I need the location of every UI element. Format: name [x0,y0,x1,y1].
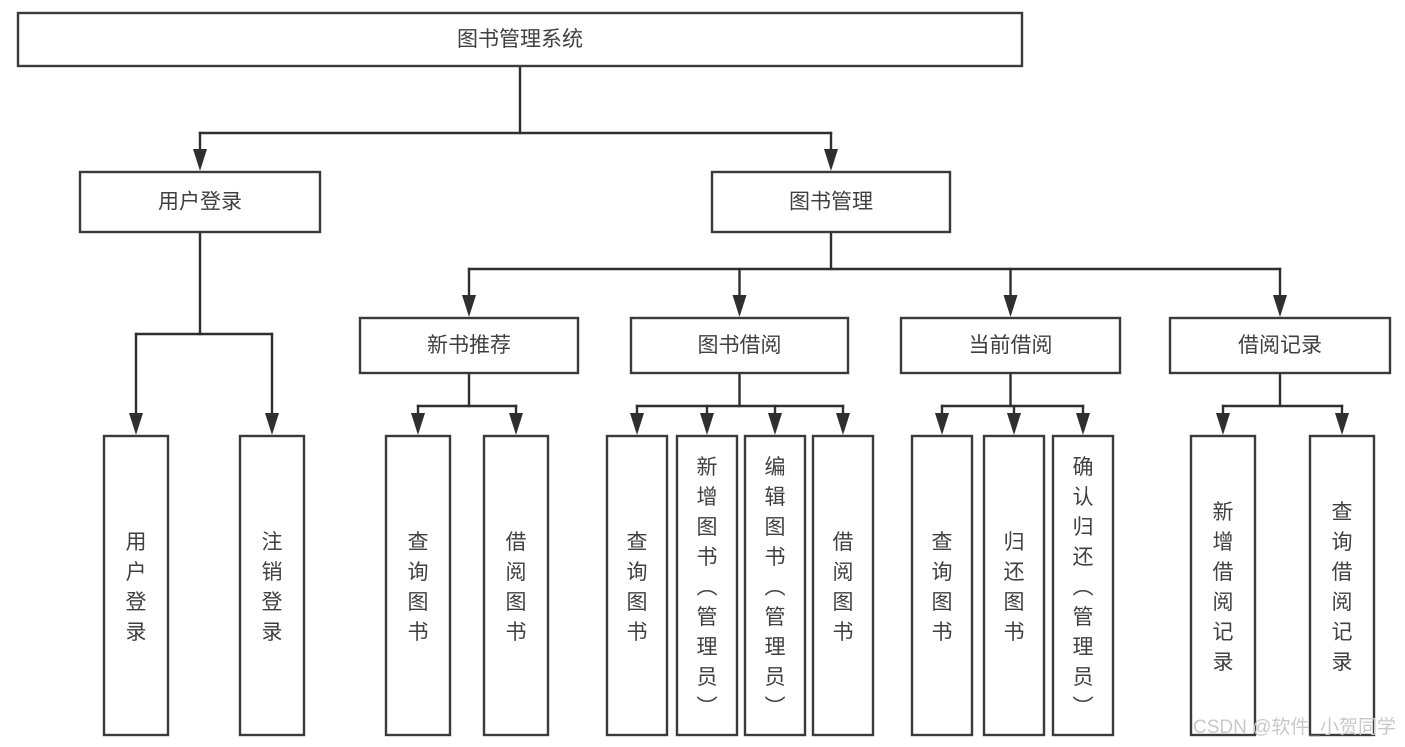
node-box-leaf-logout [238,434,306,737]
arrow-head-leaf-confirm-return [1076,413,1090,435]
node-label-leaf-borrow-book-bor: 借阅图书 [833,531,854,644]
node-leaf-add-record[interactable]: 新增借阅记录 [1189,434,1257,737]
node-label-book-manage: 图书管理 [789,191,873,214]
connector-group-new-book-recommend [411,371,523,435]
node-book-manage[interactable]: 图书管理 [710,170,952,234]
arrow-head-leaf-borrow-book-bor [836,413,850,435]
node-leaf-borrow-book-bor[interactable]: 借阅图书 [811,434,875,737]
node-borrow-record[interactable]: 借阅记录 [1168,316,1392,375]
node-root[interactable]: 图书管理系统 [16,11,1024,68]
node-box-new-book-recommend [358,316,580,375]
node-box-leaf-return-book [982,434,1046,737]
node-box-leaf-confirm-return [1051,434,1115,737]
node-leaf-return-book[interactable]: 归还图书 [982,434,1046,737]
node-label-root: 图书管理系统 [457,28,583,51]
arrow-head-leaf-edit-book [768,413,782,435]
node-box-leaf-query-book-bor [605,434,669,737]
node-leaf-edit-book[interactable]: 编辑图书︵管理员︶ [743,434,807,737]
arrow-head-book-borrow [732,295,747,317]
connector-layer [129,64,1349,435]
arrow-head-leaf-borrow-book-rec [509,413,523,435]
node-leaf-query-record[interactable]: 查询借阅记录 [1308,434,1376,737]
node-label-borrow-record: 借阅记录 [1238,334,1322,357]
node-current-borrow[interactable]: 当前借阅 [899,316,1122,375]
node-label-user-login: 用户登录 [158,191,242,214]
node-leaf-user-login[interactable]: 用户登录 [102,434,170,737]
node-box-leaf-add-record [1189,434,1257,737]
node-leaf-query-book-rec[interactable]: 查询图书 [384,434,452,737]
node-box-leaf-borrow-book-bor [811,434,875,737]
node-leaf-confirm-return[interactable]: 确认归还︵管理员︶ [1051,434,1115,737]
node-box-leaf-user-login [102,434,170,737]
connector-group-book-manage [462,230,1287,317]
node-box-user-login [78,170,322,234]
node-leaf-query-book-bor[interactable]: 查询图书 [605,434,669,737]
node-label-leaf-return-book: 归还图书 [1004,531,1025,644]
arrow-head-leaf-add-book [700,413,714,435]
node-label-leaf-query-book-rec: 查询图书 [408,531,429,644]
node-leaf-add-book[interactable]: 新增图书︵管理员︶ [675,434,739,737]
node-box-leaf-edit-book [743,434,807,737]
node-book-borrow[interactable]: 图书借阅 [629,316,850,375]
node-box-leaf-query-book-cur [910,434,974,737]
node-label-leaf-query-book-bor: 查询图书 [627,531,648,644]
node-box-leaf-query-book-rec [384,434,452,737]
node-box-leaf-query-record [1308,434,1376,737]
arrow-head-leaf-query-book-rec [411,413,425,435]
arrow-head-borrow-record [1273,295,1287,317]
node-layer: 图书管理系统用户登录图书管理新书推荐图书借阅当前借阅借阅记录用户登录注销登录查询… [16,11,1392,737]
node-box-leaf-add-book [675,434,739,737]
watermark-text: CSDN @软件_小贺同学 [1193,716,1396,738]
node-label-leaf-query-book-cur: 查询图书 [932,531,953,644]
arrow-head-new-book-recommend [462,295,476,317]
node-label-leaf-query-record: 查询借阅记录 [1332,501,1353,674]
arrow-head-leaf-add-record [1216,413,1230,435]
node-label-book-borrow: 图书借阅 [698,334,782,357]
node-new-book-recommend[interactable]: 新书推荐 [358,316,580,375]
connector-group-root [193,64,838,171]
arrow-head-leaf-logout [265,413,279,435]
arrow-head-user-login [193,149,207,171]
arrow-head-leaf-query-book-bor [630,413,644,435]
node-label-leaf-edit-book: 编辑图书︵管理员︶ [765,456,786,719]
node-label-leaf-confirm-return: 确认归还︵管理员︶ [1073,456,1094,719]
arrow-head-leaf-query-record [1335,413,1349,435]
node-leaf-query-book-cur[interactable]: 查询图书 [910,434,974,737]
arrow-head-leaf-return-book [1007,413,1021,435]
connector-group-book-borrow [630,371,850,435]
node-box-book-manage [710,170,952,234]
node-label-current-borrow: 当前借阅 [969,334,1053,357]
node-box-current-borrow [899,316,1122,375]
node-leaf-logout[interactable]: 注销登录 [238,434,306,737]
node-leaf-borrow-book-rec[interactable]: 借阅图书 [482,434,550,737]
connector-group-current-borrow [935,371,1090,435]
node-label-leaf-user-login: 用户登录 [126,531,147,644]
node-box-book-borrow [629,316,850,375]
node-box-borrow-record [1168,316,1392,375]
node-box-leaf-borrow-book-rec [482,434,550,737]
arrow-head-leaf-user-login [129,413,143,435]
connector-group-user-login [129,230,279,435]
connector-group-borrow-record [1216,371,1349,435]
arrow-head-book-manage [824,149,838,171]
arrow-head-current-borrow [1003,295,1018,317]
node-label-leaf-logout: 注销登录 [262,531,283,644]
arrow-head-leaf-query-book-cur [935,413,949,435]
node-label-leaf-add-book: 新增图书︵管理员︶ [697,456,718,719]
node-user-login[interactable]: 用户登录 [78,170,322,234]
node-box-root [16,11,1024,68]
node-label-leaf-borrow-book-rec: 借阅图书 [506,531,527,644]
node-label-new-book-recommend: 新书推荐 [427,334,511,357]
node-label-leaf-add-record: 新增借阅记录 [1213,501,1234,674]
